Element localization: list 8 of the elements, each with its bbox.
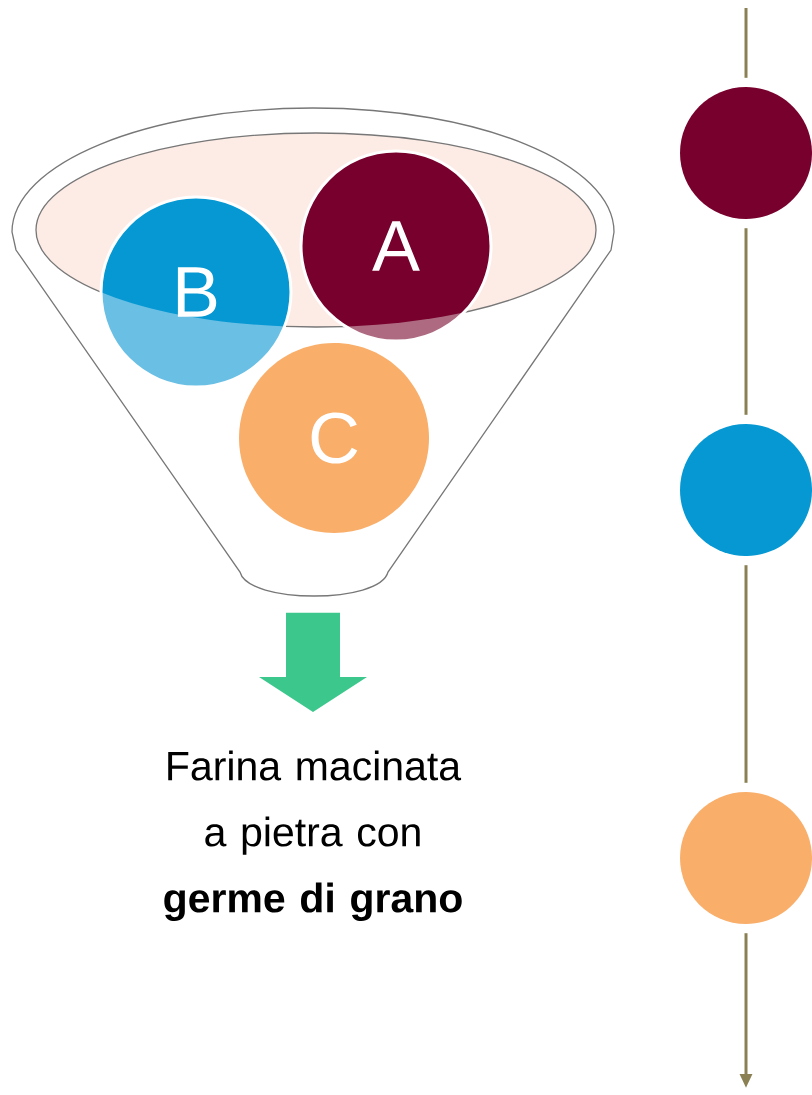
timeline-dot: [680, 792, 812, 924]
connector-line: [744, 228, 748, 415]
block-arrow: [259, 612, 367, 712]
connector-line: [744, 8, 748, 78]
timeline-dot: [680, 87, 812, 219]
timeline-dot: [680, 424, 812, 556]
result-text: Farina macinata a pietra con germe di grano: [164, 750, 462, 921]
connector-line: [744, 565, 748, 783]
